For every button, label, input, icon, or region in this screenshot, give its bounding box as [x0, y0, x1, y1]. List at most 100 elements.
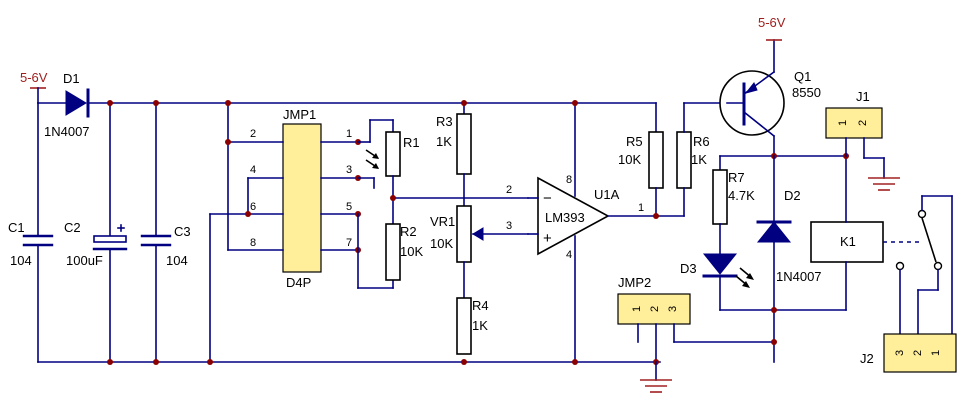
resistor-r2: R2 10K — [357, 213, 423, 289]
potentiometer-vr1: VR1 10K — [430, 205, 529, 263]
capacitor-c1: C1 104 — [8, 102, 54, 363]
c2-ref: C2 — [64, 220, 81, 235]
capacitor-c3: C3 104 — [140, 102, 191, 363]
r6-value: 1K — [691, 152, 707, 167]
capacitor-c2: C2 100uF — [64, 102, 128, 363]
junction — [390, 195, 396, 201]
r4-ref: R4 — [472, 298, 489, 313]
led-d3: D3 — [680, 253, 754, 311]
diode-d1: D1 1N4007 — [44, 71, 90, 139]
junction — [107, 359, 113, 365]
junction — [207, 359, 213, 365]
junction — [771, 339, 777, 345]
d1-ref: D1 — [63, 71, 80, 86]
junction — [153, 359, 159, 365]
ground-j1-symbol — [868, 177, 900, 191]
r7-ref: R7 — [728, 170, 745, 185]
supply-left-label: 5-6V — [20, 70, 48, 85]
junction — [461, 359, 467, 365]
c3-ref: C3 — [174, 224, 191, 239]
resistor-r6: R6 1K — [676, 102, 728, 217]
r7-value: 4.7K — [728, 188, 755, 203]
resistor-r4: R4 1K — [456, 297, 489, 355]
connector-j1: J1 1 2 — [825, 89, 885, 179]
j2-pin-2: 2 — [912, 350, 924, 356]
supply-left-symbol: 5-6V — [20, 70, 48, 104]
u1-pin-noninv: 3 — [506, 220, 512, 232]
jmp1-pin-5: 5 — [346, 201, 352, 213]
c1-value: 104 — [10, 253, 32, 268]
jmp1-pin-8: 8 — [250, 237, 256, 249]
c1-ref: C1 — [8, 220, 25, 235]
r2-value: 10K — [400, 244, 423, 259]
r5-value: 10K — [618, 152, 641, 167]
jmp2-pin-2: 2 — [649, 306, 661, 312]
junction — [653, 213, 659, 219]
d1-part: 1N4007 — [44, 124, 90, 139]
j2-ref: J2 — [860, 351, 874, 366]
resistor-r5: R5 10K — [618, 131, 664, 189]
r3-value: 1K — [436, 134, 452, 149]
junction — [153, 100, 159, 106]
jmp2-pin-3: 3 — [667, 306, 679, 312]
d3-ref: D3 — [680, 261, 697, 276]
r2-ref: R2 — [400, 224, 417, 239]
r5-ref: R5 — [626, 134, 643, 149]
vr1-value: 10K — [430, 236, 453, 251]
u1-pin-gnd: 4 — [566, 249, 572, 261]
u1-ref: U1A — [594, 187, 620, 202]
vr1-ref: VR1 — [430, 214, 455, 229]
u1-pin-inv: 2 — [506, 184, 512, 196]
jmp1-pin-6: 6 — [250, 201, 256, 213]
jmp1-pin-4: 4 — [250, 164, 256, 176]
jmp1-pin-3: 3 — [346, 164, 352, 176]
junction — [245, 211, 251, 217]
j1-pin-2: 2 — [857, 120, 869, 126]
r1-ref: R1 — [403, 135, 420, 150]
jmp1-part: D4P — [286, 275, 311, 290]
r3-ref: R3 — [436, 114, 453, 129]
u1-pin-out: 1 — [638, 202, 644, 214]
jumper-jmp1: JMP1 D4P 2 4 6 8 1 3 5 7 — [209, 107, 359, 290]
u1-plus-sign: + — [543, 230, 552, 247]
junction — [107, 100, 113, 106]
jmp2-ref: JMP2 — [618, 275, 651, 290]
junction — [572, 359, 578, 365]
q1-ref: Q1 — [794, 69, 811, 84]
jmp1-ref: JMP1 — [283, 107, 316, 122]
jumper-jmp2: JMP2 1 2 3 — [617, 275, 775, 363]
d2-ref: D2 — [784, 188, 801, 203]
c2-value: 100uF — [66, 253, 103, 268]
ground-main-symbol — [640, 379, 672, 393]
resistor-r7: R7 4.7K — [712, 155, 755, 255]
supply-top-label: 5-6V — [758, 15, 786, 30]
jmp2-pin-1: 1 — [631, 306, 643, 312]
jmp1-pin-2: 2 — [250, 128, 256, 140]
d2-part: 1N4007 — [776, 269, 822, 284]
relay-k1: K1 — [810, 155, 922, 311]
junction — [771, 307, 777, 313]
k1-ref: K1 — [840, 234, 856, 249]
relay-contacts — [895, 195, 953, 335]
supply-top-symbol: 5-6V — [758, 15, 786, 41]
jmp1-pin-7: 7 — [346, 237, 352, 249]
j1-pin-1: 1 — [837, 120, 849, 126]
u1-pin-vcc: 8 — [566, 174, 572, 186]
r6-ref: R6 — [693, 134, 710, 149]
u1-minus-sign: − — [543, 190, 552, 207]
u1-part: LM393 — [545, 210, 585, 225]
resistor-r3: R3 1K — [436, 113, 472, 175]
photoresistor-r1: R1 — [357, 119, 420, 289]
junction — [572, 100, 578, 106]
q1-part: 8550 — [792, 85, 821, 100]
j2-pin-1: 1 — [930, 350, 942, 356]
junction — [225, 139, 231, 145]
connector-j2: J2 3 2 1 — [860, 333, 957, 373]
comparator-u1a: − + LM393 U1A 2 3 8 4 1 — [506, 102, 659, 363]
j1-ref: J1 — [856, 89, 870, 104]
jmp1-pin-1: 1 — [346, 128, 352, 140]
transistor-q1: Q1 8550 — [719, 39, 821, 157]
junction — [461, 100, 467, 106]
c3-value: 104 — [166, 253, 188, 268]
